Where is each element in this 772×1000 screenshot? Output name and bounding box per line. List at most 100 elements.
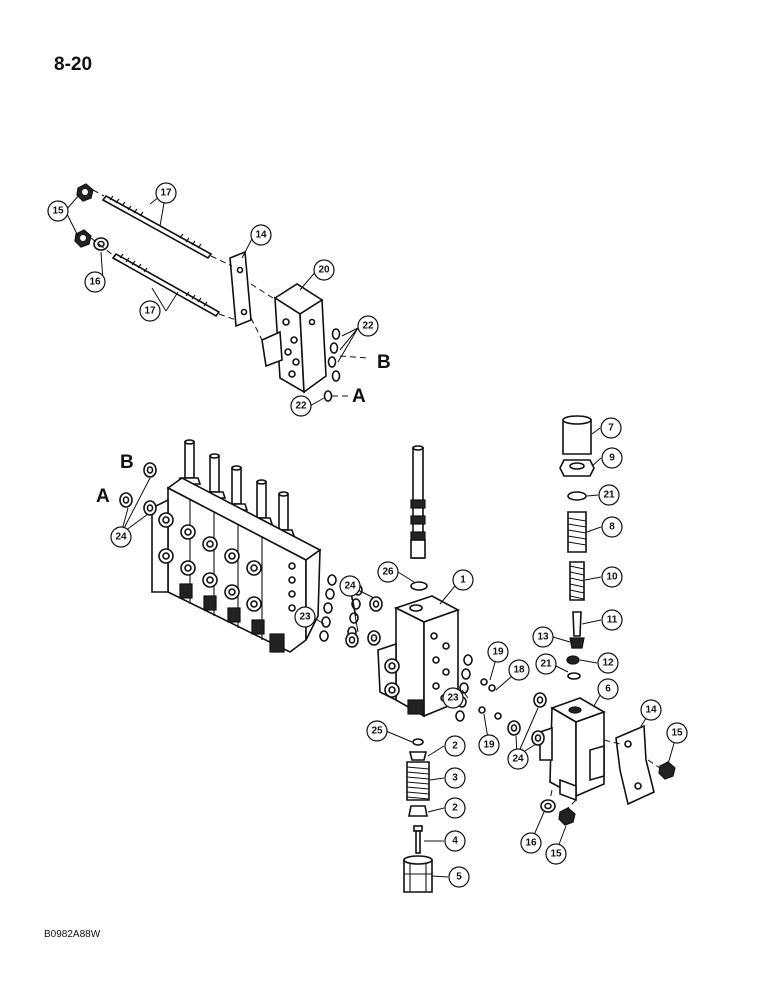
valve-sections: [151, 477, 322, 653]
callout-17-top: 17: [155, 182, 177, 204]
callout-21-top: 21: [598, 484, 620, 506]
callout-11: 11: [601, 609, 623, 631]
callout-25: 25: [366, 720, 388, 742]
svg-text:22: 22: [362, 321, 374, 332]
svg-text:23: 23: [299, 612, 311, 623]
nut-9: [559, 459, 595, 477]
cap-5: [403, 855, 433, 893]
spool-section-1: [377, 445, 460, 893]
callout-20: 20: [313, 259, 335, 281]
svg-text:26: 26: [382, 567, 394, 578]
svg-text:11: 11: [607, 615, 618, 626]
bolt-4: [413, 825, 423, 854]
callout-19-top: 19: [487, 641, 509, 663]
svg-text:9: 9: [609, 453, 615, 464]
svg-text:3: 3: [452, 773, 458, 784]
callout-23-right: 23: [442, 687, 464, 709]
callout-2-top: 2: [444, 735, 466, 757]
svg-text:15: 15: [671, 728, 683, 739]
callout-21-lower: 21: [535, 653, 557, 675]
svg-text:17: 17: [160, 188, 172, 199]
spring-10: [569, 561, 585, 601]
svg-text:24: 24: [512, 754, 524, 765]
callout-15-bottom: 15: [545, 843, 567, 865]
svg-text:10: 10: [606, 572, 618, 583]
svg-text:19: 19: [483, 740, 495, 751]
callout-17-lower: 17: [139, 300, 161, 322]
svg-text:6: 6: [605, 684, 611, 695]
svg-text:4: 4: [452, 836, 458, 847]
svg-text:14: 14: [645, 705, 657, 716]
spring-3: [406, 761, 430, 801]
svg-text:19: 19: [492, 647, 504, 658]
svg-text:25: 25: [371, 726, 383, 737]
washer-16-bottom: [540, 799, 556, 813]
outlet-cover-6: [539, 697, 606, 802]
svg-text:14: 14: [255, 230, 267, 241]
svg-text:20: 20: [318, 265, 330, 276]
callout-1: 1: [452, 569, 474, 591]
plate-14-right: [615, 724, 655, 806]
callout-24-center: 24: [339, 575, 361, 597]
callout-3: 3: [444, 767, 466, 789]
nut-15-lower: [74, 229, 92, 248]
poppet-11: [572, 611, 582, 637]
callout-5: 5: [448, 866, 470, 888]
svg-text:1: 1: [460, 575, 466, 586]
balls-19-18: [478, 678, 502, 720]
valve-bank: [119, 439, 322, 653]
stud-17-lower: [111, 252, 221, 318]
callout-18: 18: [508, 659, 530, 681]
svg-text:5: 5: [456, 872, 462, 883]
spring-cap-2-top: [408, 751, 428, 761]
callout-13: 13: [532, 626, 554, 648]
callout-2-bottom: 2: [444, 797, 466, 819]
callout-14-right: 14: [640, 699, 662, 721]
svg-text:24: 24: [115, 532, 127, 543]
svg-text:7: 7: [608, 423, 614, 434]
svg-text:13: 13: [537, 632, 549, 643]
end-cover-20: [261, 283, 327, 394]
svg-text:16: 16: [525, 838, 537, 849]
callout-22-lower: 22: [290, 395, 312, 417]
page-number: 8-20: [54, 54, 93, 75]
nut-15-right: [658, 761, 676, 780]
label-b-top: B: [377, 352, 391, 373]
svg-text:15: 15: [52, 206, 64, 217]
callout-7: 7: [600, 417, 622, 439]
svg-text:8: 8: [609, 522, 615, 533]
label-a-top: A: [352, 386, 366, 407]
callout-10: 10: [601, 566, 623, 588]
svg-text:21: 21: [603, 490, 615, 501]
callout-16-bottom: 16: [520, 832, 542, 854]
callout-15-top: 15: [47, 200, 69, 222]
figure-code: B0982A88W: [44, 929, 101, 940]
oring-21-lower: [567, 672, 581, 680]
orings-22-top: [323, 328, 341, 402]
relief-valve-stack: [507, 415, 676, 826]
svg-text:2: 2: [452, 741, 458, 752]
svg-text:22: 22: [295, 401, 307, 412]
screw-8: [567, 511, 587, 553]
seat-13: [569, 637, 585, 649]
nut-15-bottom: [558, 807, 576, 826]
callout-16-top: 16: [84, 271, 106, 293]
svg-text:15: 15: [550, 849, 562, 860]
svg-text:24: 24: [344, 581, 356, 592]
spring-cap-2-bottom: [408, 805, 428, 817]
nut-15-top: [76, 183, 94, 202]
callout-22-top: 22: [357, 315, 379, 337]
callout-6: 6: [597, 678, 619, 700]
top-end-assembly: [74, 183, 369, 402]
callout-23-left: 23: [294, 606, 316, 628]
callout-24-left: 24: [110, 526, 132, 548]
washers-24-center: [345, 596, 383, 648]
stud-17-upper: [101, 194, 213, 260]
svg-text:12: 12: [602, 658, 614, 669]
callout-4: 4: [444, 830, 466, 852]
plate-14-top: [229, 250, 252, 328]
callout-9: 9: [601, 447, 623, 469]
label-a-left: A: [96, 486, 110, 507]
svg-text:23: 23: [447, 693, 459, 704]
